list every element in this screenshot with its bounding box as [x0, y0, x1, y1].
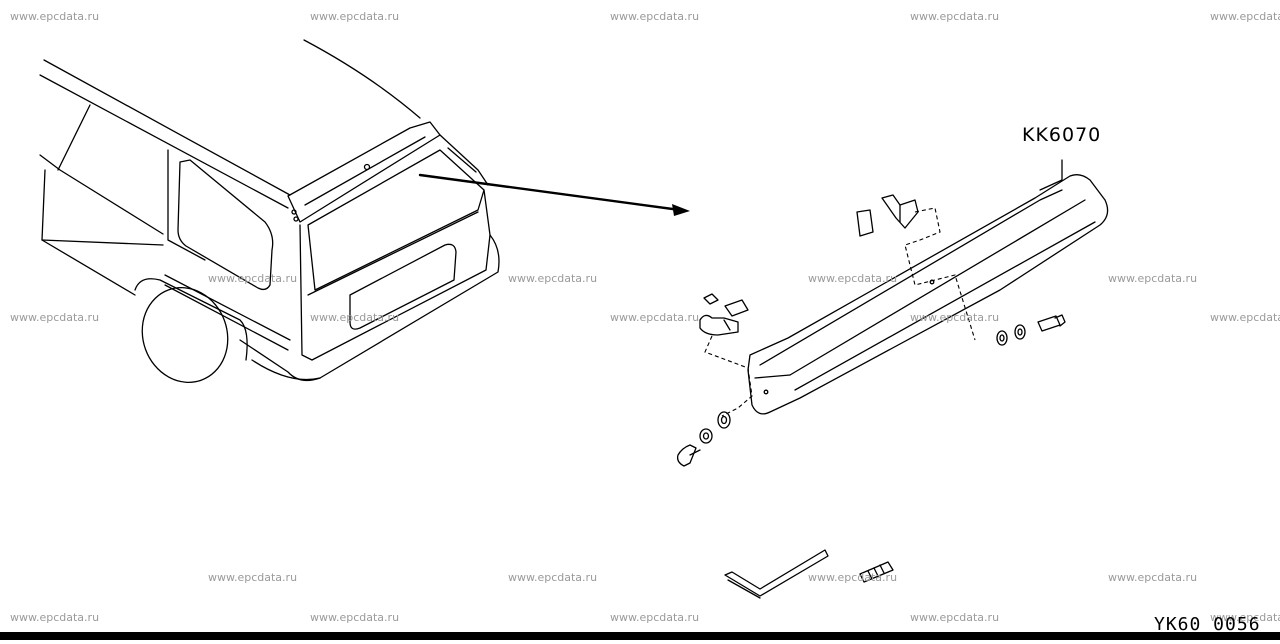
watermark: www.epcdata.ru	[610, 10, 700, 23]
watermark: www.epcdata.ru	[1108, 272, 1198, 285]
watermark: www.epcdata.ru	[910, 611, 1000, 624]
pointer-arrow	[418, 173, 690, 216]
watermark: www.epcdata.ru	[808, 272, 898, 285]
watermark: www.epcdata.ru	[910, 311, 1000, 324]
watermark: www.epcdata.ru	[508, 571, 598, 584]
watermark: www.epcdata.ru	[1210, 611, 1280, 624]
part-number-label: KK6070	[1022, 124, 1102, 146]
rear-spoiler-part	[747, 159, 1109, 415]
watermark: www.epcdata.ru	[610, 311, 700, 324]
vehicle-illustration	[39, 39, 500, 383]
watermark: www.epcdata.ru	[310, 311, 400, 324]
right-fasteners	[996, 314, 1066, 346]
watermark: www.epcdata.ru	[1210, 311, 1280, 324]
watermark: www.epcdata.ru	[310, 611, 400, 624]
left-bracket	[699, 293, 753, 417]
watermark: www.epcdata.ru	[208, 571, 298, 584]
diagram-code: YK60 0056	[1154, 614, 1261, 635]
watermark: www.epcdata.ru	[508, 272, 598, 285]
watermark: www.epcdata.ru	[10, 311, 100, 324]
left-fasteners	[676, 411, 731, 467]
watermark: www.epcdata.ru	[310, 10, 400, 23]
watermark: www.epcdata.ru	[10, 10, 100, 23]
watermark: www.epcdata.ru	[1210, 10, 1280, 23]
watermark: www.epcdata.ru	[808, 571, 898, 584]
upper-bracket	[856, 194, 976, 341]
watermark: www.epcdata.ru	[610, 611, 700, 624]
bottom-border	[0, 632, 1280, 640]
watermark: www.epcdata.ru	[208, 272, 298, 285]
watermark: www.epcdata.ru	[910, 10, 1000, 23]
watermark: www.epcdata.ru	[10, 611, 100, 624]
watermark: www.epcdata.ru	[1108, 571, 1198, 584]
tool-and-clip	[724, 549, 894, 599]
